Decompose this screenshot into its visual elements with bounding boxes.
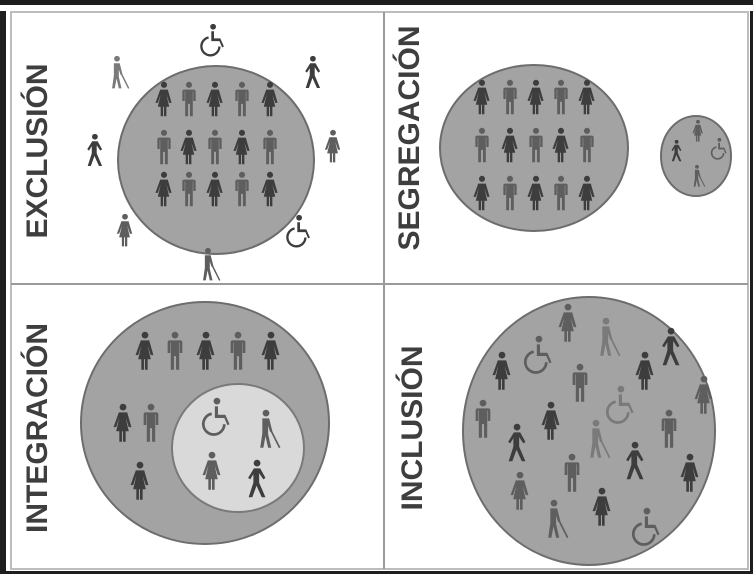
person-icon	[180, 129, 197, 165]
person-icon	[635, 351, 654, 390]
figures-layer	[87, 23, 727, 546]
person-icon	[130, 461, 149, 500]
person-icon	[135, 331, 154, 370]
wheelchair-icon	[710, 137, 727, 160]
blind-person-icon	[260, 409, 281, 449]
person-icon	[475, 399, 491, 438]
person-icon	[233, 129, 250, 165]
person-icon	[554, 79, 568, 115]
person-icon	[263, 129, 277, 165]
person-icon	[113, 403, 132, 442]
person-icon	[578, 175, 595, 211]
person-icon	[261, 81, 278, 117]
person-icon	[143, 403, 159, 442]
person-icon	[230, 331, 246, 370]
wheelchair-icon	[524, 335, 552, 374]
segregation-label: SEGREGACIÓN	[392, 25, 426, 250]
blind-person-icon	[693, 164, 706, 187]
wheelchair-icon	[200, 23, 224, 57]
walking-person-icon	[626, 441, 644, 480]
person-icon	[680, 453, 699, 492]
person-icon	[661, 409, 677, 448]
frame-bottom	[0, 571, 753, 574]
segregation-small-circle	[660, 115, 732, 197]
wheelchair-icon	[632, 507, 660, 546]
person-icon	[578, 79, 595, 115]
panel-border	[10, 11, 749, 570]
person-icon	[552, 127, 569, 163]
inclusion-circle	[462, 296, 716, 566]
person-icon	[157, 129, 171, 165]
person-icon	[554, 175, 568, 211]
person-icon	[564, 453, 580, 492]
frame-left	[0, 0, 6, 574]
wheelchair-icon	[606, 385, 634, 424]
frame-top	[0, 0, 753, 5]
person-icon	[261, 171, 278, 207]
person-icon	[324, 129, 341, 163]
person-icon	[501, 127, 518, 163]
wheelchair-icon	[202, 397, 230, 436]
inclusion-label: INCLUSIÓN	[395, 346, 429, 511]
person-icon	[541, 401, 560, 440]
person-icon	[182, 81, 196, 117]
person-icon	[473, 79, 490, 115]
person-icon	[167, 331, 183, 370]
person-icon	[692, 119, 703, 142]
walking-person-icon	[87, 133, 103, 166]
person-icon	[235, 171, 249, 207]
person-icon	[206, 81, 223, 117]
person-icon	[572, 363, 588, 402]
person-icon	[208, 129, 222, 165]
integration-label: INTEGRACIÓN	[20, 323, 54, 533]
person-icon	[202, 451, 221, 490]
person-icon	[503, 79, 517, 115]
person-icon	[182, 171, 196, 207]
blind-person-icon	[203, 247, 221, 281]
person-icon	[475, 127, 489, 163]
person-icon	[510, 471, 529, 510]
person-icon	[116, 213, 133, 247]
person-icon	[473, 175, 490, 211]
person-icon	[492, 351, 511, 390]
blind-person-icon	[590, 419, 611, 459]
person-icon	[155, 81, 172, 117]
person-icon	[206, 171, 223, 207]
person-icon	[261, 331, 280, 370]
person-icon	[527, 175, 544, 211]
frame-right	[750, 0, 753, 574]
person-icon	[503, 175, 517, 211]
exclusion-label: EXCLUSIÓN	[20, 63, 54, 238]
walking-person-icon	[508, 423, 526, 462]
blind-person-icon	[548, 499, 569, 539]
wheelchair-icon	[286, 214, 310, 248]
person-icon	[529, 127, 543, 163]
person-icon	[580, 127, 594, 163]
blind-person-icon	[112, 55, 130, 89]
person-icon	[527, 79, 544, 115]
integration-inner-circle	[171, 383, 305, 513]
walking-person-icon	[305, 55, 321, 88]
person-icon	[196, 331, 215, 370]
person-icon	[155, 171, 172, 207]
blind-person-icon	[600, 317, 621, 357]
walking-person-icon	[671, 139, 682, 162]
person-icon	[235, 81, 249, 117]
person-icon	[558, 303, 577, 342]
walking-person-icon	[248, 459, 266, 498]
person-icon	[694, 375, 713, 414]
person-icon	[592, 487, 611, 526]
walking-person-icon	[662, 327, 680, 366]
